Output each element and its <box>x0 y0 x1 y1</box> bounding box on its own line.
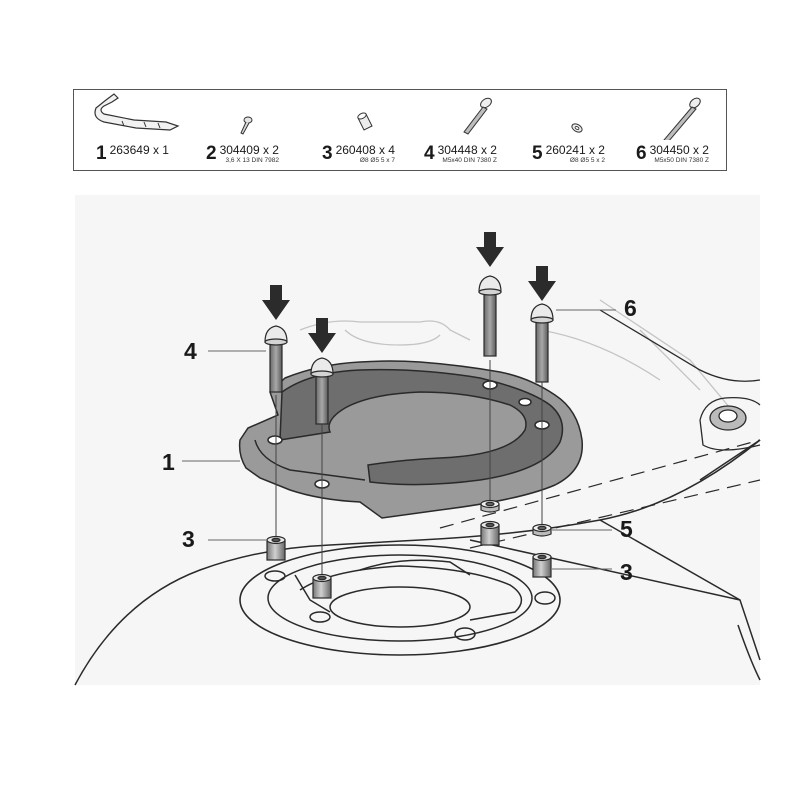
callout-bolt-left: 4 <box>184 338 197 364</box>
spacer-icon <box>357 112 373 131</box>
part-number: 1 <box>96 143 107 164</box>
bolt-left-rear <box>310 357 334 425</box>
part-number: 5 <box>532 143 543 164</box>
part-spec: M5x50 DIN 7380 Z <box>654 157 709 164</box>
down-arrow-icon <box>476 232 504 267</box>
bracket-icon <box>94 93 180 131</box>
part-spec: Ø8 Ø5 5 x 2 <box>569 157 605 164</box>
part-code: 260408 x 4 <box>335 143 395 157</box>
part-spec: M5x40 DIN 7380 Z <box>442 157 497 164</box>
down-arrow-icon <box>262 285 290 320</box>
down-arrow-icon <box>528 266 556 301</box>
part-code: 263649 x 1 <box>109 143 169 157</box>
callout-bolt-right: 6 <box>624 295 637 321</box>
part-code: 304450 x 2 <box>649 143 709 157</box>
tank-guide-lines <box>439 439 761 549</box>
callout-flange: 1 <box>162 449 175 475</box>
part-code: 304448 x 2 <box>437 143 497 157</box>
long-bolt-icon <box>663 97 701 140</box>
callout-spacer-right: 3 <box>620 559 633 585</box>
washer-right-front <box>480 499 500 513</box>
part-number: 4 <box>424 143 435 164</box>
leader-lines <box>182 309 616 570</box>
part-spec: Ø8 Ø5 5 x 7 <box>359 157 395 164</box>
bolt-left-front <box>264 325 288 393</box>
small-screw-icon <box>240 116 253 135</box>
callout-washer: 5 <box>620 516 633 542</box>
spacer-right-front <box>480 520 500 546</box>
assembly-guides <box>275 360 543 580</box>
part-number: 2 <box>206 143 217 164</box>
part-spec: 3,6 X 13 DIN 7982 <box>225 157 279 164</box>
washer-right-rear <box>532 523 552 537</box>
washer-icon <box>571 123 583 133</box>
spacer-left-rear <box>312 573 332 599</box>
bolt-icon <box>463 97 492 135</box>
spacer-right-rear <box>532 552 552 578</box>
part-number: 6 <box>636 143 647 164</box>
down-arrow-icon <box>308 318 336 353</box>
bolt-right-front <box>478 275 502 357</box>
side-fairing <box>599 309 761 451</box>
part-code: 304409 x 2 <box>219 143 279 157</box>
part-code: 260241 x 2 <box>545 143 605 157</box>
bolt-right-rear <box>530 303 554 383</box>
callout-spacer-left: 3 <box>182 526 195 552</box>
spacer-left-front <box>266 535 286 561</box>
part-number: 3 <box>322 143 333 164</box>
